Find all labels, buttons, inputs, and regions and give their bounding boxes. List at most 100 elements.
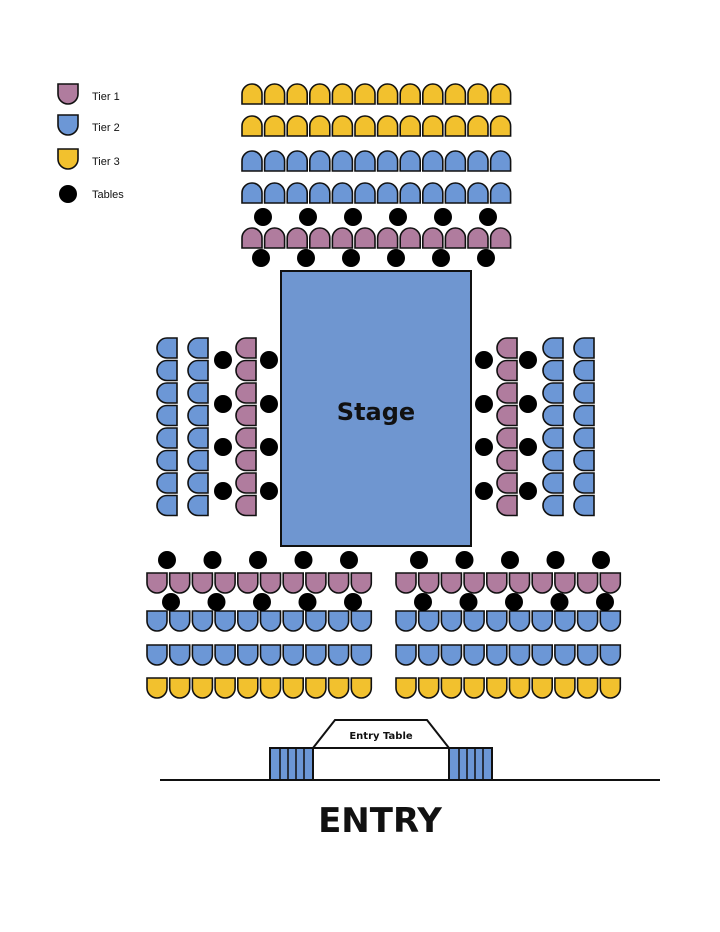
seat [399, 182, 421, 204]
seat [241, 227, 263, 249]
seat [542, 382, 564, 404]
seat [191, 572, 214, 594]
seat [395, 677, 417, 699]
table [596, 593, 614, 611]
seat [489, 83, 512, 105]
seat [508, 572, 531, 594]
seat [191, 610, 214, 632]
seat [542, 449, 564, 472]
table [260, 438, 278, 456]
table [207, 593, 226, 611]
seat [467, 83, 489, 105]
seat [489, 150, 512, 172]
seat [156, 337, 178, 359]
seat [241, 150, 263, 172]
seat [354, 115, 376, 137]
seat [263, 182, 286, 204]
seat [305, 610, 327, 632]
table [253, 593, 271, 611]
seat [576, 610, 599, 632]
seat [282, 572, 304, 594]
seat [531, 610, 553, 632]
seat [259, 572, 282, 594]
seat [486, 572, 508, 594]
seat [554, 572, 576, 594]
seat [486, 644, 508, 666]
table [260, 395, 278, 413]
seat [395, 644, 417, 666]
seat [496, 359, 518, 382]
seat [235, 449, 257, 472]
seat [237, 572, 259, 594]
seat [309, 150, 331, 172]
seat [542, 427, 564, 449]
table [214, 395, 232, 413]
seat [573, 494, 595, 517]
table [299, 208, 317, 226]
seat [395, 572, 417, 594]
table [479, 208, 497, 226]
seat [486, 677, 508, 699]
table [344, 593, 362, 611]
seat [599, 644, 622, 666]
seat [531, 572, 553, 594]
seat [146, 644, 168, 666]
seat [496, 494, 518, 517]
seat [440, 610, 463, 632]
seat [576, 644, 599, 666]
seat [508, 677, 531, 699]
seat [241, 115, 263, 137]
legend-tier1-label: Tier 1 [92, 91, 120, 103]
table [410, 551, 428, 569]
seat [354, 227, 376, 249]
seat [542, 337, 564, 359]
seat [187, 472, 209, 494]
seat [422, 83, 444, 105]
legend-tier2-label: Tier 2 [92, 122, 120, 134]
seat [168, 610, 191, 632]
seat [187, 337, 209, 359]
seat [282, 610, 304, 632]
seat [573, 427, 595, 449]
legend-tier1-seat-icon [57, 83, 79, 105]
table [475, 395, 493, 413]
entry-door-left [269, 747, 314, 781]
seat [187, 382, 209, 404]
seat [305, 677, 327, 699]
seat [214, 572, 236, 594]
seat [168, 572, 191, 594]
seat [237, 677, 259, 699]
table [519, 351, 537, 369]
table [519, 438, 537, 456]
seat [444, 115, 467, 137]
table [214, 482, 232, 500]
seat [286, 83, 308, 105]
seat [399, 115, 421, 137]
seat [156, 494, 178, 517]
seat [542, 472, 564, 494]
seat [235, 427, 257, 449]
seat [354, 83, 376, 105]
seat [327, 572, 350, 594]
table [214, 438, 232, 456]
seat [573, 449, 595, 472]
seat [599, 677, 622, 699]
seat [187, 404, 209, 427]
table [214, 351, 232, 369]
table [519, 482, 537, 500]
seat [417, 572, 440, 594]
seat [417, 610, 440, 632]
seat [235, 404, 257, 427]
table [546, 551, 565, 569]
seat [440, 572, 463, 594]
seat [286, 227, 308, 249]
seat [214, 610, 236, 632]
seat [263, 115, 286, 137]
seat [376, 83, 399, 105]
table [297, 249, 315, 267]
entry-area: Entry Table ENTRY [160, 719, 660, 841]
seat [350, 572, 373, 594]
table [340, 551, 358, 569]
seat [496, 449, 518, 472]
table [432, 249, 450, 267]
